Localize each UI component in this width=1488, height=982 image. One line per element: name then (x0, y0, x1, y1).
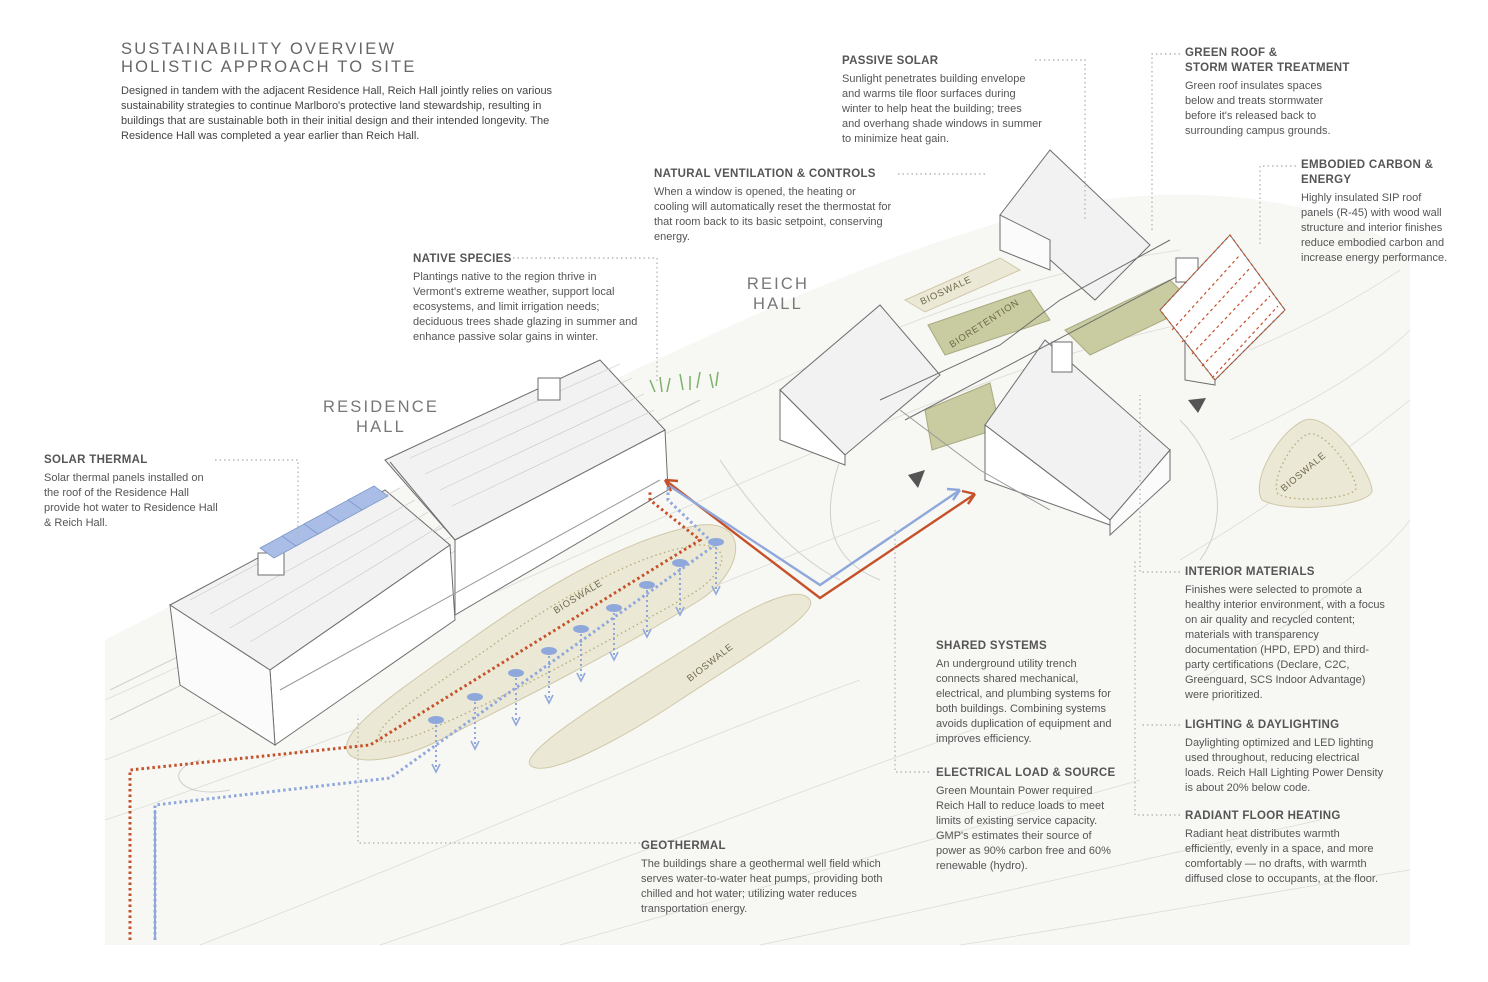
well-arrow (675, 606, 685, 617)
green-roof-heading-line2: STORM WATER TREATMENT (1185, 62, 1350, 74)
reich-hall-label-line2: HALL (752, 295, 804, 313)
native-species-body: Plantings native to the region thrive in… (413, 271, 638, 343)
embodied-carbon-body: Highly insulated SIP roof panels (R-45) … (1301, 192, 1448, 264)
shared-systems-heading: SHARED SYSTEMS (936, 640, 1047, 652)
embodied-carbon-heading-line2: ENERGY (1301, 174, 1352, 186)
well-cap (428, 716, 444, 724)
solar-thermal-heading: SOLAR THERMAL (44, 454, 148, 466)
annotation-green-roof: GREEN ROOF & STORM WATER TREATMENT Green… (1185, 46, 1360, 139)
reich-hall-label-line1: REICH (746, 275, 810, 293)
geothermal-body: The buildings share a geothermal well fi… (641, 858, 883, 915)
well-cap (606, 604, 622, 612)
annotation-solar-thermal: SOLAR THERMAL Solar thermal panels insta… (44, 453, 219, 531)
leader-lines (215, 53, 1296, 844)
cold-water-line (667, 483, 961, 587)
utility-lines (128, 478, 976, 940)
entry-marker-east (1188, 398, 1206, 413)
page-title: SUSTAINABILITY OVERVIEW HOLISTIC APPROAC… (121, 40, 417, 76)
well-arrow (576, 672, 586, 683)
natural-ventilation-body: When a window is opened, the heating or … (654, 186, 892, 243)
bioswales (346, 257, 1373, 769)
annotation-natural-ventilation: NATURAL VENTILATION & CONTROLS When a wi… (654, 167, 892, 245)
geothermal-heading: GEOTHERMAL (641, 840, 726, 852)
well-cap (573, 625, 589, 633)
residence-hall-label: RESIDENCE HALL (318, 397, 444, 437)
solar-thermal-body: Solar thermal panels installed on the ro… (44, 472, 218, 529)
well-cap (508, 669, 524, 677)
lighting-body: Daylighting optimized and LED lighting u… (1185, 737, 1384, 794)
hot-water-line (664, 479, 976, 600)
bioretention-area (927, 289, 1051, 356)
annotation-radiant-floor: RADIANT FLOOR HEATING Radiant heat distr… (1185, 809, 1390, 887)
well-cap (639, 581, 655, 589)
well-arrow (609, 651, 619, 662)
page-title-line1: SUSTAINABILITY OVERVIEW (121, 40, 397, 58)
green-roof-body: Green roof insulates spaces below and tr… (1185, 80, 1331, 137)
electrical-load-heading: ELECTRICAL LOAD & SOURCE (936, 767, 1116, 779)
native-plantings (649, 371, 719, 393)
reich-hall (779, 149, 1286, 537)
well-cap (708, 538, 724, 546)
annotation-shared-systems: SHARED SYSTEMS An underground utility tr… (936, 639, 1118, 747)
bioswale-east (1258, 418, 1373, 508)
radiant-floor-body: Radiant heat distributes warmth efficien… (1185, 828, 1379, 885)
native-species-heading: NATIVE SPECIES (413, 253, 512, 265)
bioswale-lower (528, 593, 812, 769)
embodied-carbon-heading-line1: EMBODIED CARBON & (1301, 159, 1434, 171)
natural-ventilation-heading: NATURAL VENTILATION & CONTROLS (654, 168, 876, 180)
bioswale-courtyard (903, 257, 1022, 313)
solar-thermal-panels (259, 485, 389, 559)
annotation-interior-materials: INTERIOR MATERIALS Finishes were selecte… (1185, 565, 1385, 703)
interior-materials-body: Finishes were selected to promote a heal… (1185, 584, 1385, 701)
annotation-geothermal: GEOTHERMAL The buildings share a geother… (641, 839, 906, 917)
passive-solar-body: Sunlight penetrates building envelope an… (842, 73, 1042, 145)
residence-hall-label-line1: RESIDENCE (322, 398, 440, 416)
well-arrow (431, 763, 441, 774)
interior-materials-heading: INTERIOR MATERIALS (1185, 566, 1315, 578)
residence-hall-label-line2: HALL (355, 418, 407, 436)
well-arrow (511, 716, 521, 727)
reich-hall-label: REICH HALL (738, 274, 818, 314)
annotation-passive-solar: PASSIVE SOLAR Sunlight penetrates buildi… (842, 54, 1042, 147)
geothermal-well-field (428, 538, 724, 774)
well-arrow (711, 585, 721, 596)
well-cap (541, 647, 557, 655)
well-arrow (470, 740, 480, 751)
annotation-embodied-carbon: EMBODIED CARBON & ENERGY Highly insulate… (1301, 158, 1451, 266)
entry-marker-south (908, 470, 925, 488)
page-title-line2: HOLISTIC APPROACH TO SITE (121, 58, 417, 76)
well-arrow (544, 694, 554, 705)
passive-solar-heading: PASSIVE SOLAR (842, 55, 939, 67)
radiant-floor-heading: RADIANT FLOOR HEATING (1185, 810, 1341, 822)
green-roof-heading-line1: GREEN ROOF & (1185, 47, 1278, 59)
annotation-native-species: NATIVE SPECIES Plantings native to the r… (413, 252, 638, 345)
shared-systems-body: An underground utility trench connects s… (936, 658, 1112, 745)
residence-hall (169, 359, 669, 746)
lighting-heading: LIGHTING & DAYLIGHTING (1185, 719, 1340, 731)
electrical-load-body: Green Mountain Power required Reich Hall… (936, 785, 1111, 872)
annotation-electrical-load: ELECTRICAL LOAD & SOURCE Green Mountain … (936, 766, 1118, 874)
annotation-lighting: LIGHTING & DAYLIGHTING Daylighting optim… (1185, 718, 1385, 796)
intro-paragraph: Designed in tandem with the adjacent Res… (121, 85, 553, 142)
well-arrow (642, 628, 652, 639)
green-roofs (924, 279, 1196, 451)
well-cap (672, 559, 688, 567)
hot-loop-dotted (128, 490, 703, 940)
well-cap (467, 693, 483, 701)
